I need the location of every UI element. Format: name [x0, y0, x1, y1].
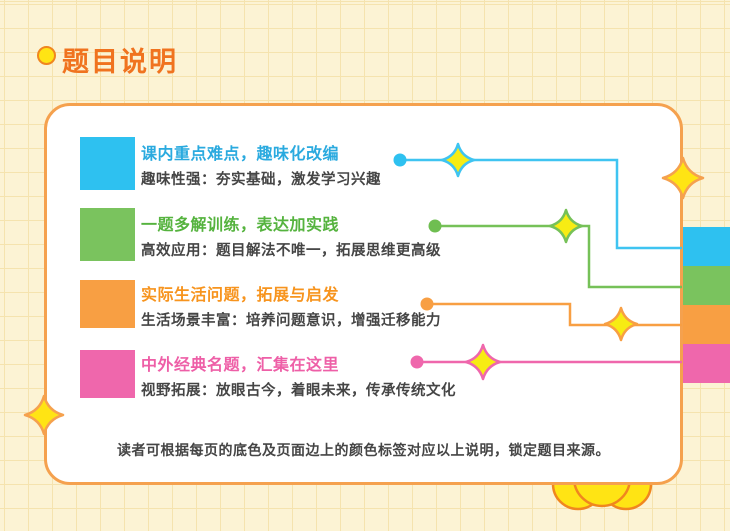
- page-edge-tab-blue: [683, 227, 730, 266]
- heading-bullet-icon: [37, 46, 56, 65]
- section-title-pink: 中外经典名题，汇集在这里: [141, 357, 340, 374]
- page-edge-tab-green: [683, 266, 730, 305]
- page-edge-tab-pink: [683, 344, 730, 383]
- section-subtitle-blue: 趣味性强：夯实基础，激发学习兴趣: [141, 172, 381, 188]
- page-edge-tab-orange: [683, 305, 730, 344]
- section-title-blue: 课内重点难点，趣味化改编: [141, 146, 340, 163]
- footer-note: 读者可根据每页的底色及页面边上的颜色标签对应以上说明，锁定题目来源。: [117, 442, 610, 458]
- color-swatch-pink: [80, 350, 135, 398]
- section-title-green: 一题多解训练，表达加实践: [141, 217, 340, 234]
- info-card: [44, 103, 683, 485]
- page-title: 题目说明: [62, 47, 178, 77]
- color-swatch-blue: [80, 137, 135, 190]
- section-subtitle-green: 高效应用：题目解法不唯一，拓展思维更高级: [141, 243, 441, 259]
- color-swatch-green: [80, 208, 135, 261]
- section-subtitle-pink: 视野拓展：放眼古今，着眼未来，传承传统文化: [141, 383, 456, 399]
- section-subtitle-orange: 生活场景丰富：培养问题意识，增强迁移能力: [141, 313, 441, 329]
- section-title-orange: 实际生活问题，拓展与启发: [141, 287, 340, 304]
- color-swatch-orange: [80, 280, 135, 328]
